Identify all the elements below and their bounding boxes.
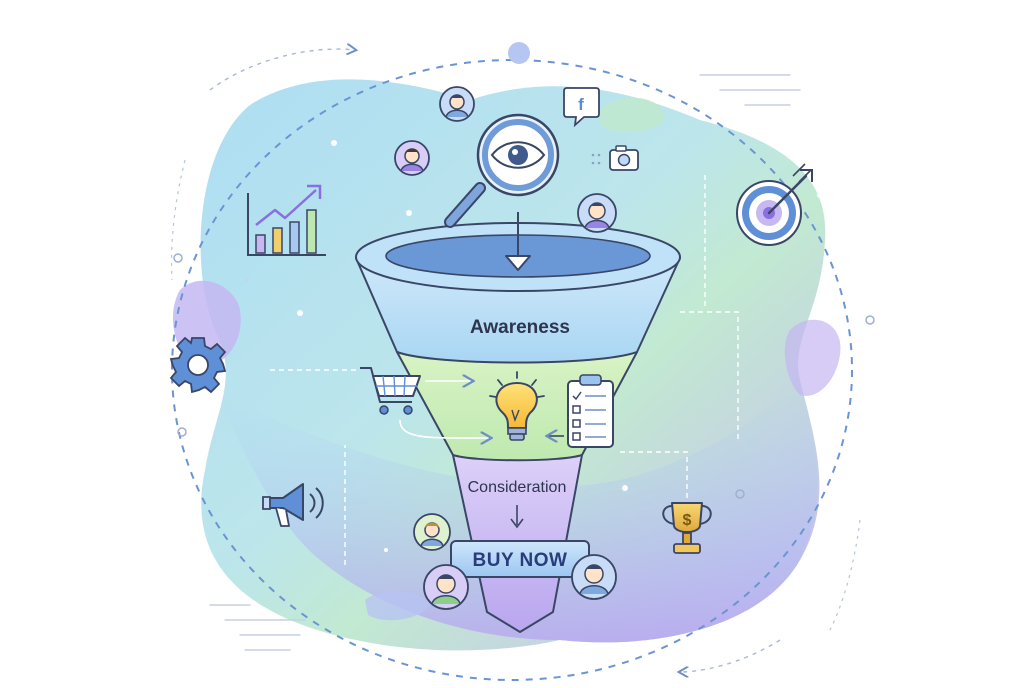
growth-chart-icon	[245, 184, 326, 282]
buy-now-label: BUY NOW	[473, 550, 568, 571]
avatar-icon	[577, 193, 617, 233]
target-icon	[736, 163, 813, 246]
avatar-icon	[439, 86, 475, 122]
down-arrow-small-icon	[510, 505, 524, 529]
avatar-icon	[571, 554, 617, 600]
avatar-icon	[413, 513, 451, 551]
avatar-icon	[423, 564, 469, 610]
lightbulb-icon	[489, 371, 545, 441]
stage-label-consideration: Consideration	[468, 479, 567, 496]
magnifier-eye-icon	[444, 113, 560, 228]
camera-icon	[591, 145, 639, 171]
avatar-icon	[394, 140, 430, 176]
connector-lines	[270, 175, 739, 565]
gear-icon	[169, 336, 227, 394]
facebook-glyph: f	[578, 95, 584, 114]
buy-now-button[interactable]: BUY NOW	[450, 540, 590, 578]
megaphone-icon	[262, 483, 324, 527]
stage-label-awareness: Awareness	[470, 317, 570, 338]
shopping-cart-icon	[360, 367, 490, 438]
decorative-dots	[173, 42, 875, 651]
checklist-icon	[548, 374, 614, 448]
facebook-icon: f	[563, 87, 600, 128]
trophy-icon: $	[662, 502, 712, 554]
trophy-dollar-glyph: $	[683, 512, 692, 529]
down-arrow-icon	[505, 212, 531, 271]
